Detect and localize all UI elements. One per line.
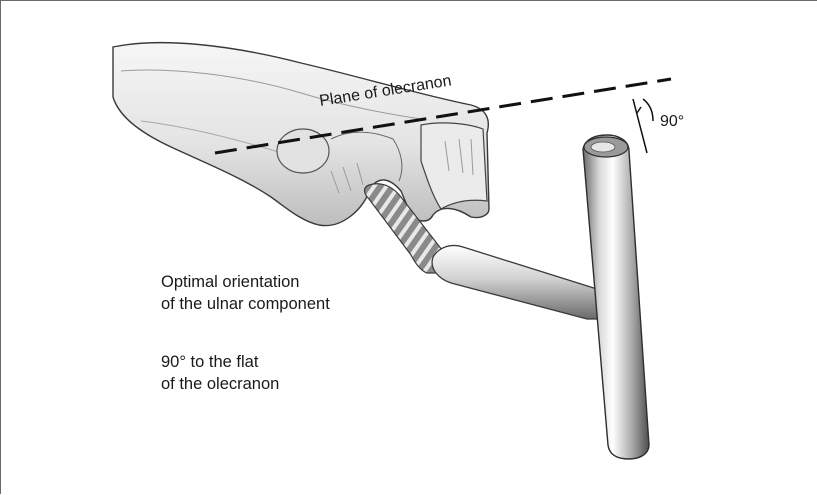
caption-line: of the ulnar component (161, 293, 330, 315)
angle-label: 90° (660, 113, 684, 131)
caption-line: of the olecranon (161, 373, 279, 395)
caption-line: 90° to the flat (161, 351, 279, 373)
caption-angle: 90° to the flat of the olecranon (161, 351, 279, 395)
caption-orientation: Optimal orientation of the ulnar compone… (161, 271, 330, 315)
right-angle-marker (633, 99, 653, 153)
ulna-bone (113, 43, 489, 226)
caption-line: Optimal orientation (161, 271, 330, 293)
component-arm (432, 245, 599, 319)
